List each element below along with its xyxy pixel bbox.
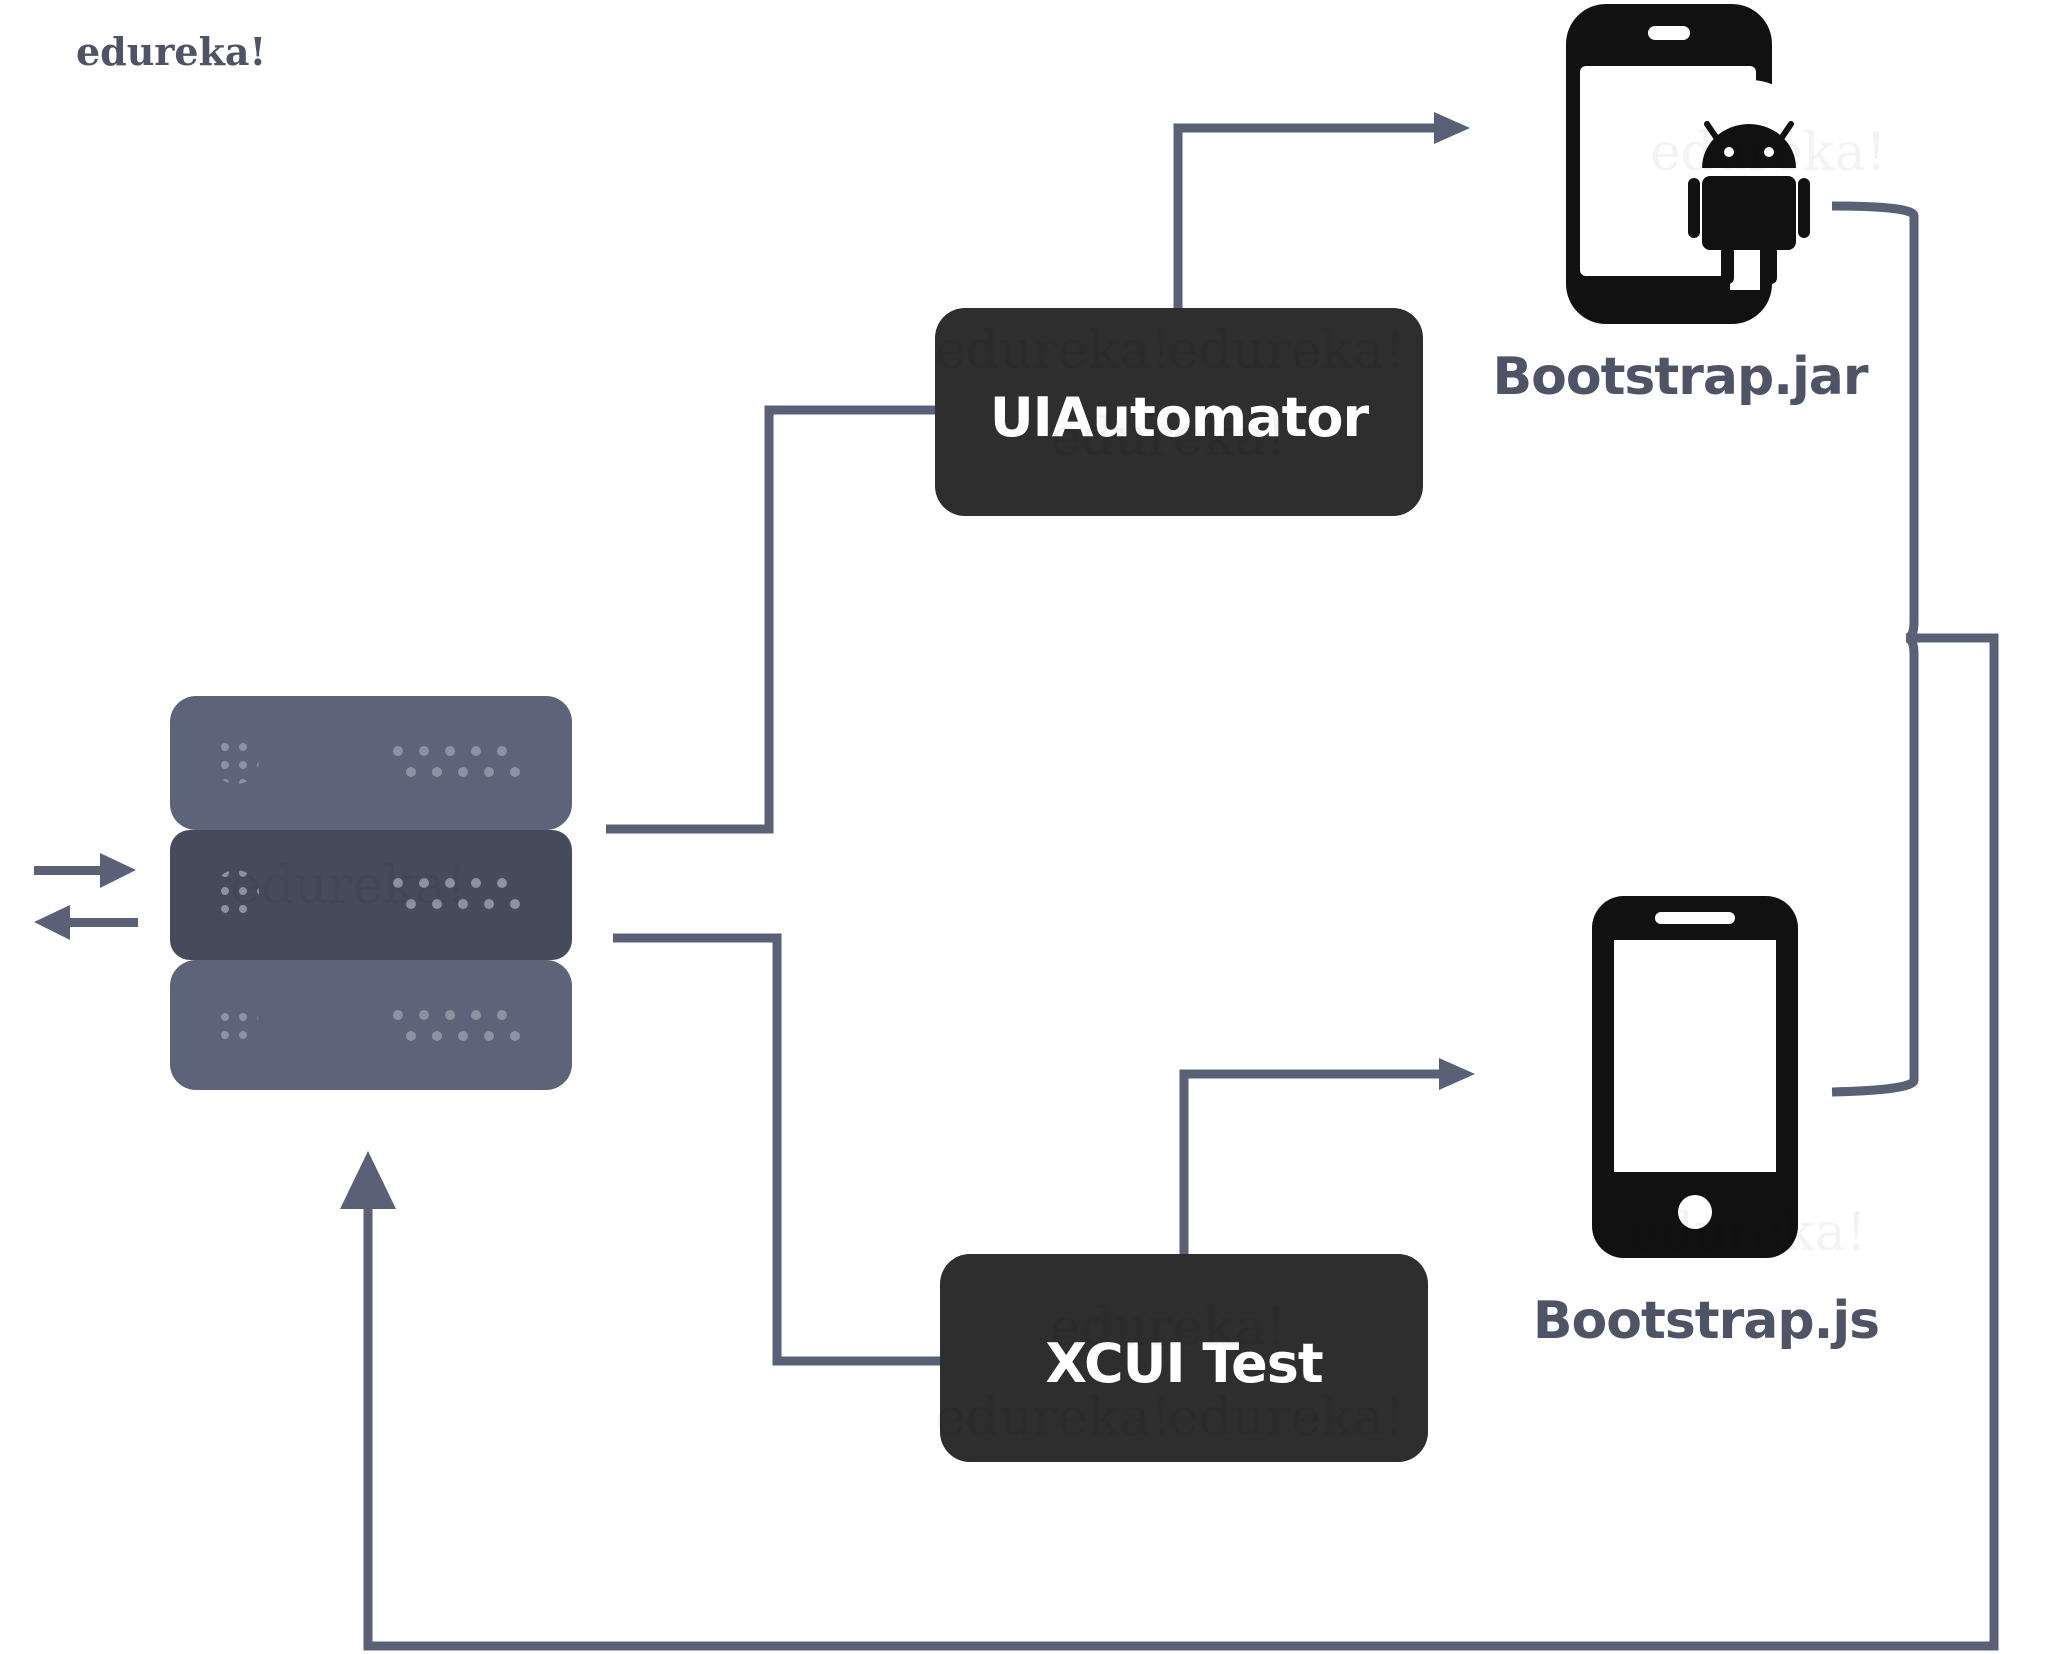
server-unit-top xyxy=(170,696,572,830)
uiautomator-to-android-connector xyxy=(1173,123,1440,308)
watermark-text: edureka! xyxy=(1168,321,1405,381)
server-stack-icon xyxy=(170,696,572,1090)
arrowhead-to-iphone xyxy=(1439,1058,1475,1090)
uiautomator-label: UIAutomator xyxy=(990,386,1370,449)
server-vents-bottom xyxy=(393,1010,520,1041)
server-unit-bottom xyxy=(170,960,572,1090)
watermark-text: edureka! xyxy=(935,1388,1172,1448)
xcuitest-to-iphone-connector xyxy=(1179,1069,1445,1254)
server-unit-middle xyxy=(170,830,572,960)
server-to-xcuitest-connector xyxy=(613,933,940,1366)
client-exchange-arrows xyxy=(34,853,138,940)
xcuitest-box: XCUI Test xyxy=(940,1254,1428,1462)
arrowhead-up-to-server xyxy=(340,1151,396,1209)
android-phone-icon xyxy=(1566,4,1820,324)
server-vents-middle xyxy=(393,878,520,909)
watermark-text: edureka! xyxy=(230,856,467,916)
xcuitest-label: XCUI Test xyxy=(1045,1332,1323,1395)
edureka-logo: edureka! xyxy=(76,29,266,74)
server-led-bottom xyxy=(213,1002,259,1048)
android-device-label: Bootstrap.jar xyxy=(1492,347,1868,407)
server-led-top xyxy=(213,738,259,784)
watermarks: edureka! edureka! edureka! edureka! edur… xyxy=(230,123,1887,1448)
watermark-text: edureka! xyxy=(1630,1203,1867,1263)
connectors xyxy=(363,123,1999,1651)
arrowheads xyxy=(340,112,1475,1209)
devices-curly-brace xyxy=(1831,201,1919,1097)
server-led-middle xyxy=(213,870,259,916)
ios-device-label: Bootstrap.js xyxy=(1533,1291,1879,1351)
home-button-icon xyxy=(1678,1195,1712,1229)
arrowhead-to-android xyxy=(1434,112,1470,144)
return-to-server-connector xyxy=(363,633,1999,1651)
watermark-text: edureka! xyxy=(1050,408,1287,468)
server-to-uiautomator-connector xyxy=(606,405,935,834)
server-vents-top xyxy=(393,746,520,777)
watermark-text: edureka! xyxy=(935,321,1172,381)
watermark-text: edureka! xyxy=(1050,1298,1287,1358)
uiautomator-box: UIAutomator xyxy=(935,308,1423,516)
watermark-text: edureka! xyxy=(1168,1388,1405,1448)
iphone-icon xyxy=(1592,896,1798,1258)
android-robot-icon xyxy=(1680,80,1820,290)
watermark-text: edureka! xyxy=(1650,123,1887,183)
